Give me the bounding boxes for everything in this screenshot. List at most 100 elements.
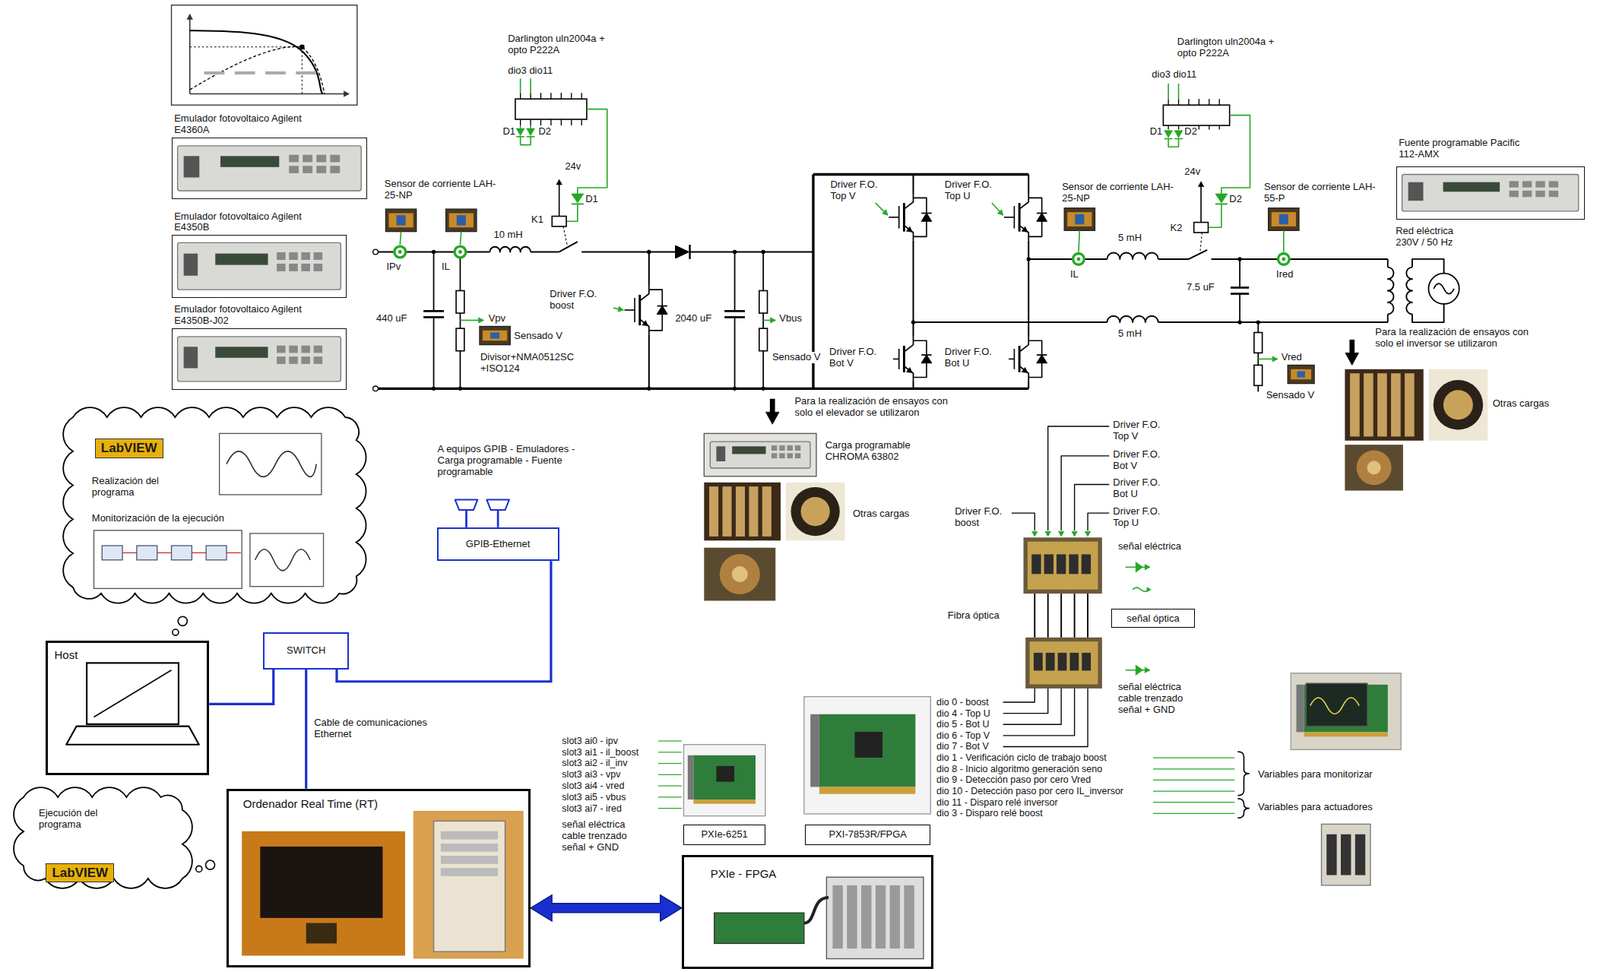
- power-circuit: [906, 226, 913, 232]
- relay-driver: [550, 119, 552, 126]
- relay-driver: [558, 183, 561, 217]
- relay-driver: [1219, 98, 1220, 105]
- relay-driver: [551, 216, 567, 227]
- power-circuit: [433, 251, 435, 311]
- computer-picture: [219, 433, 322, 495]
- annotation-label: Divisor+NMA0512SC +ISO124: [479, 351, 579, 375]
- power-circuit: [646, 250, 651, 254]
- power-circuit: [1021, 367, 1028, 374]
- power-circuit: [734, 316, 736, 389]
- power-circuit: [1158, 321, 1388, 324]
- instrument-picture: [795, 445, 801, 451]
- power-circuit: [638, 294, 641, 326]
- annotation-label: Otras cargas: [852, 508, 910, 520]
- relay-driver: [560, 92, 562, 99]
- annotation-label: Variables para actuadores: [1257, 801, 1374, 814]
- relay-driver: [519, 119, 521, 126]
- instrument-picture: [276, 263, 286, 272]
- relay-driver: [550, 92, 552, 99]
- power-circuit: [762, 351, 764, 390]
- computer-picture: [177, 616, 187, 626]
- power-circuit: [1281, 256, 1286, 261]
- sensor-photo: [1296, 371, 1305, 378]
- relay-driver: [540, 119, 542, 126]
- relay-driver: [1221, 115, 1251, 194]
- fibre-optic-board: [1295, 684, 1304, 732]
- relay-driver: [1167, 125, 1169, 130]
- sensor-photo: [1283, 230, 1285, 252]
- instrument-picture: [276, 356, 286, 365]
- fibre-optic-board: [1045, 652, 1056, 671]
- fibre-optic-board: [1310, 697, 1360, 714]
- fibre-optic-board: [1237, 798, 1249, 818]
- computer-picture: [440, 843, 498, 853]
- power-circuit: [617, 306, 624, 312]
- gpib-connector: [455, 500, 479, 511]
- instrument-picture: [1509, 180, 1519, 187]
- load-photo: [703, 482, 781, 541]
- relay-driver: [526, 128, 536, 136]
- equipment-box: Emulador fotovoltaico Agilent E4350B-J02: [171, 328, 348, 390]
- power-circuit: [640, 319, 650, 335]
- power-circuit: [1412, 304, 1445, 323]
- load-photo: [1344, 444, 1404, 491]
- relay-driver: [581, 92, 583, 99]
- power-circuit: [760, 386, 765, 391]
- load-photo: [1390, 373, 1401, 437]
- power-circuit: [997, 209, 1003, 216]
- power-circuit: [888, 216, 899, 219]
- load-photo: [1367, 460, 1382, 475]
- instrument-picture: [276, 252, 286, 260]
- power-circuit: [373, 386, 379, 392]
- power-circuit: [1272, 356, 1278, 362]
- annotation-label: 2040 uF: [674, 313, 713, 325]
- instrument-picture: [300, 252, 311, 260]
- power-circuit: [459, 351, 462, 390]
- relay-driver: [1198, 98, 1200, 105]
- power-circuit: [732, 386, 737, 391]
- power-circuit: [759, 328, 768, 352]
- box-text: Realización del programa: [91, 475, 179, 499]
- computer-picture: [226, 552, 241, 554]
- equipment-box: Emulador fotovoltaico Agilent E4360A: [171, 137, 368, 200]
- acquisition-card: [714, 912, 805, 944]
- annotation-label: Vred: [1280, 351, 1303, 364]
- acquisition-card: [658, 796, 682, 798]
- power-circuit: [902, 345, 906, 373]
- relay-driver: [571, 193, 584, 203]
- relay-driver: [529, 78, 532, 93]
- load-photo: [1404, 373, 1415, 437]
- signal-name: dio 5 - Bot U: [935, 719, 990, 730]
- load-photo: [801, 497, 831, 526]
- power-circuit: [903, 336, 913, 352]
- instrument-picture: [183, 253, 198, 276]
- load-photo: [703, 339, 1488, 602]
- power-circuit: [760, 250, 765, 254]
- annotation-label: Darlington uln2004a + opto P222A: [506, 33, 611, 57]
- sensor-photo: [385, 209, 416, 232]
- annotation-label: Sensado V: [513, 330, 564, 343]
- instrument-picture: [177, 145, 1579, 477]
- power-circuit: [813, 173, 1029, 176]
- box-text: PXIe-6251: [700, 829, 748, 841]
- annotation-label: Para la realización de ensayos con solo …: [1374, 326, 1545, 350]
- instrument-picture: [183, 155, 200, 178]
- annotation-label: Vbus: [778, 313, 803, 325]
- fibre-optic-board: [1340, 834, 1351, 876]
- sensor-photo: [449, 212, 474, 228]
- box-text: Host: [53, 648, 78, 662]
- power-circuit: [1019, 193, 1029, 210]
- sensor-photo: [1064, 208, 1095, 232]
- power-circuit: [903, 193, 913, 210]
- power-circuit: [1238, 259, 1241, 289]
- annotation-label: Otras cargas: [1492, 398, 1550, 410]
- annotation-label: Darlington uln2004a + opto P222A: [1176, 36, 1280, 60]
- computer-box: Host: [45, 640, 210, 776]
- fibre-optic-board: [1058, 652, 1068, 671]
- power-circuit: [489, 247, 531, 253]
- instrument-picture: [288, 165, 299, 174]
- hardware-box: PXIe - FPGA: [681, 855, 935, 970]
- power-circuit: [906, 367, 913, 374]
- relay-driver: [529, 92, 531, 99]
